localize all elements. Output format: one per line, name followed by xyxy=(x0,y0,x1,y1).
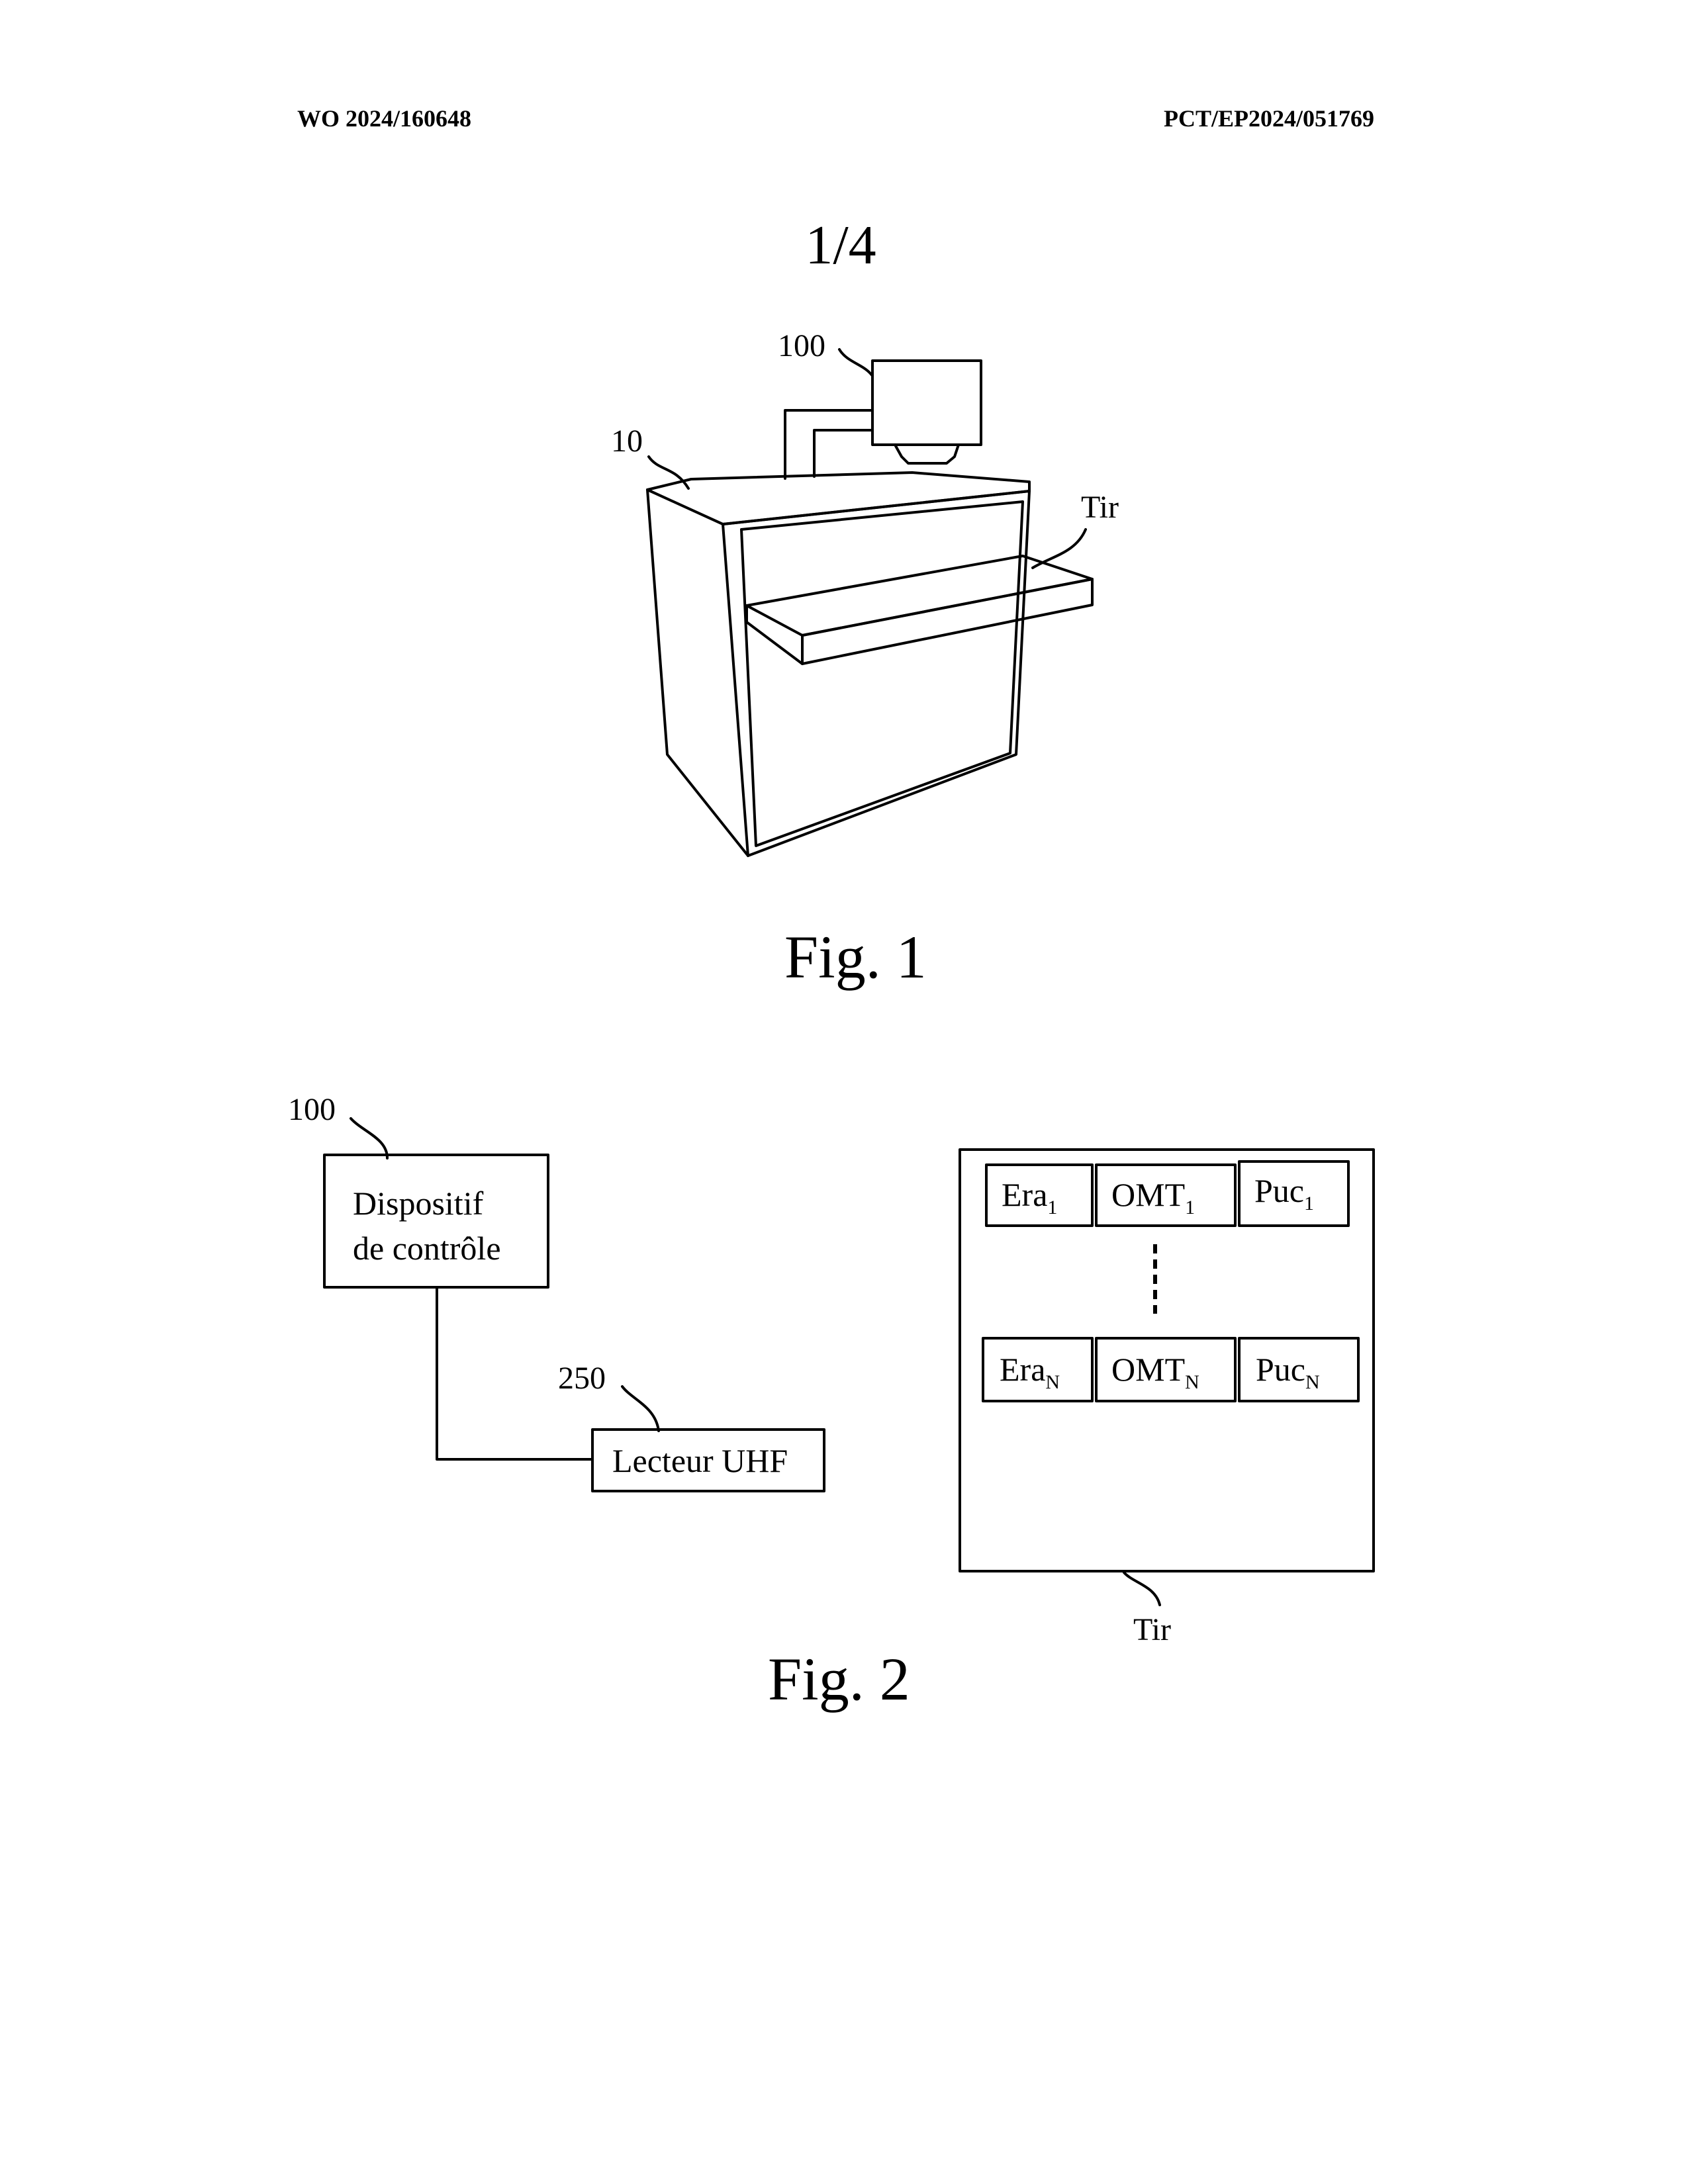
drawer-front xyxy=(802,579,1092,664)
reader-label: Lecteur UHF xyxy=(612,1442,788,1479)
cabinet-side xyxy=(647,490,748,856)
omt-1-label: OMT1 xyxy=(1111,1176,1195,1218)
drawer-side xyxy=(747,606,802,664)
leader-100-fig2 xyxy=(351,1118,387,1158)
control-device-body xyxy=(872,361,981,445)
leader-250 xyxy=(622,1387,659,1431)
control-device-lens xyxy=(895,445,959,463)
omt-n-label: OMTN xyxy=(1111,1351,1199,1393)
era-n-label: EraN xyxy=(1000,1351,1060,1393)
figure-1-caption: Fig. 1 xyxy=(784,922,927,992)
era-1-label: Era1 xyxy=(1002,1176,1057,1218)
cabinet-front-inner xyxy=(741,502,1023,846)
drawer-tray xyxy=(747,556,1092,635)
control-device-label-line2: de contrôle xyxy=(353,1230,501,1267)
ref-100-fig1: 100 xyxy=(778,328,825,363)
fig1-illustration xyxy=(647,349,1092,856)
puc-n-label: PucN xyxy=(1256,1351,1320,1393)
ref-10: 10 xyxy=(611,424,643,459)
leader-100-fig1 xyxy=(839,349,872,376)
ref-tir-fig1: Tir xyxy=(1081,490,1119,525)
ref-100-fig2: 100 xyxy=(288,1092,336,1127)
figure-2-caption: Fig. 2 xyxy=(768,1644,910,1714)
leader-tir-fig2 xyxy=(1124,1572,1160,1605)
control-device-label-line1: Dispositif xyxy=(353,1185,484,1222)
puc-1-label: Puc1 xyxy=(1254,1172,1314,1214)
ref-250: 250 xyxy=(558,1361,606,1396)
control-device-cable xyxy=(785,410,872,478)
ref-tir-fig2: Tir xyxy=(1133,1612,1171,1647)
